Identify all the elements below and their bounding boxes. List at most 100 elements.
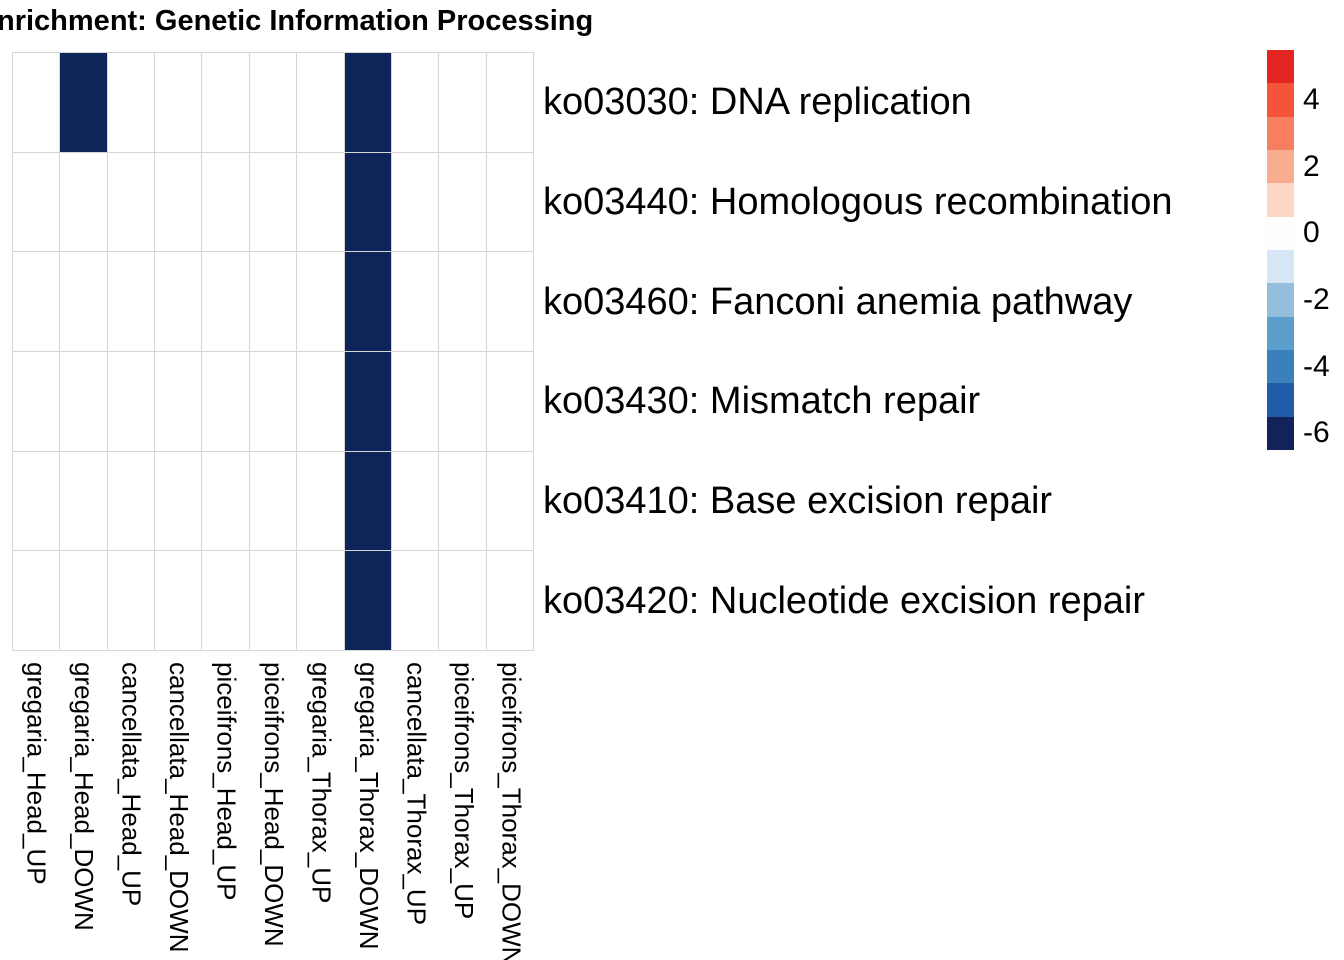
heatmap-cell	[439, 451, 486, 551]
col-label-cancellata-thorax-up: cancellata_Thorax_UP	[401, 662, 432, 926]
heatmap-cell	[60, 53, 107, 152]
heatmap-cell	[297, 551, 344, 650]
row-label-ko03430: ko03430: Mismatch repair	[543, 380, 981, 423]
heatmap-cell	[13, 53, 60, 152]
colorbar-segment	[1267, 149, 1294, 184]
row-label-ko03460: ko03460: Fanconi anemia pathway	[543, 280, 1133, 323]
chart-title: nrichment: Genetic Information Processin…	[0, 5, 594, 37]
heatmap-cell	[249, 351, 297, 451]
row-label-ko03440: ko03440: Homologous recombination	[543, 180, 1173, 223]
col-label-gregaria-head-down: gregaria_Head_DOWN	[69, 662, 99, 931]
heatmap-cell	[486, 551, 533, 650]
heatmap-cell	[249, 53, 297, 152]
heatmap-cell	[486, 451, 533, 551]
heatmap-cell	[391, 53, 439, 152]
heatmap-cell	[297, 152, 344, 252]
col-label-piceifrons-head-down: piceifrons_Head_DOWN	[259, 662, 289, 947]
heatmap-cell	[297, 451, 344, 551]
heatmap-cell	[202, 252, 249, 351]
col-label-gregaria-thorax-up: gregaria_Thorax_UP	[306, 662, 337, 904]
heatmap-cell	[439, 351, 486, 451]
heatmap-cell	[13, 551, 60, 650]
col-label-gregaria-thorax-down: gregaria_Thorax_DOWN	[354, 662, 384, 950]
heatmap-cell	[13, 351, 60, 451]
legend-tick-2: 2	[1303, 149, 1320, 183]
heatmap-cell	[155, 152, 202, 252]
legend-tick-neg4: -4	[1303, 349, 1330, 383]
legend-tick-neg6: -6	[1303, 416, 1330, 450]
heatmap-cell	[107, 351, 155, 451]
heatmap-cell	[107, 152, 155, 252]
row-label-ko03410: ko03410: Base excision repair	[543, 480, 1053, 523]
heatmap-cell	[344, 551, 391, 650]
heatmap-cell	[486, 252, 533, 351]
colorbar-segment	[1267, 383, 1294, 417]
colorbar-segment	[1267, 283, 1294, 317]
heatmap-cell	[249, 152, 297, 252]
colorbar-segment	[1267, 116, 1294, 150]
heatmap-cell	[486, 351, 533, 451]
colorbar-segment	[1267, 50, 1294, 84]
heatmap-cell	[439, 53, 486, 152]
heatmap-cell	[155, 53, 202, 152]
heatmap-cell	[155, 451, 202, 551]
heatmap-cell	[391, 152, 439, 252]
col-label-piceifrons-thorax-up: piceifrons_Thorax_UP	[449, 662, 479, 920]
col-label-piceifrons-thorax-down: piceifrons_Thorax_DOWN	[496, 662, 527, 960]
legend-tick-0: 0	[1303, 216, 1320, 250]
heatmap-cell	[202, 152, 249, 252]
heatmap-cell	[391, 351, 439, 451]
col-label-gregaria-head-up: gregaria_Head_UP	[21, 662, 52, 885]
heatmap-cell	[60, 252, 107, 351]
heatmap-cell	[344, 451, 391, 551]
heatmap-cell	[344, 351, 391, 451]
colorbar-segment	[1267, 349, 1294, 384]
col-label-piceifrons-head-up: piceifrons_Head_UP	[211, 662, 242, 901]
heatmap-cell	[107, 551, 155, 650]
colorbar-segment	[1267, 216, 1294, 250]
heatmap-cell	[60, 551, 107, 650]
heatmap-cell	[107, 451, 155, 551]
heatmap-cell	[344, 152, 391, 252]
heatmap-grid	[12, 52, 534, 651]
heatmap-cell	[107, 53, 155, 152]
heatmap-cell	[486, 53, 533, 152]
heatmap-cell	[249, 451, 297, 551]
heatmap-cell	[486, 152, 533, 252]
col-label-cancellata-head-up: cancellata_Head_UP	[116, 662, 147, 907]
heatmap-cell	[60, 451, 107, 551]
heatmap-cell	[297, 53, 344, 152]
col-label-cancellata-head-down: cancellata_Head_DOWN	[164, 662, 194, 953]
heatmap-cell	[249, 252, 297, 351]
row-label-ko03030: ko03030: DNA replication	[543, 81, 972, 123]
heatmap-cell	[391, 551, 439, 650]
row-label-ko03420: ko03420: Nucleotide excision repair	[543, 580, 1146, 622]
heatmap-cell	[439, 152, 486, 252]
heatmap-cell	[202, 351, 249, 451]
heatmap-cell	[297, 351, 344, 451]
heatmap-cell	[155, 551, 202, 650]
heatmap-cell	[13, 152, 60, 252]
heatmap-cell	[249, 551, 297, 650]
legend-tick-4: 4	[1303, 83, 1320, 116]
heatmap-cell	[439, 551, 486, 650]
heatmap-cell	[13, 252, 60, 351]
heatmap-cell	[155, 252, 202, 351]
legend-tick-neg2: -2	[1303, 283, 1330, 316]
heatmap-cell	[202, 551, 249, 650]
heatmap-cell	[107, 252, 155, 351]
heatmap-cell	[391, 451, 439, 551]
colorbar-segment	[1267, 83, 1294, 117]
heatmap-cell	[60, 152, 107, 252]
heatmap-cell	[202, 53, 249, 152]
heatmap-cell	[202, 451, 249, 551]
heatmap-cell	[13, 451, 60, 551]
heatmap-cell	[344, 252, 391, 351]
heatmap-cell	[344, 53, 391, 152]
colorbar-segment	[1267, 416, 1294, 450]
heatmap-cell	[439, 252, 486, 351]
colorbar	[1267, 50, 1294, 450]
heatmap-cell	[391, 252, 439, 351]
heatmap-cell	[297, 252, 344, 351]
